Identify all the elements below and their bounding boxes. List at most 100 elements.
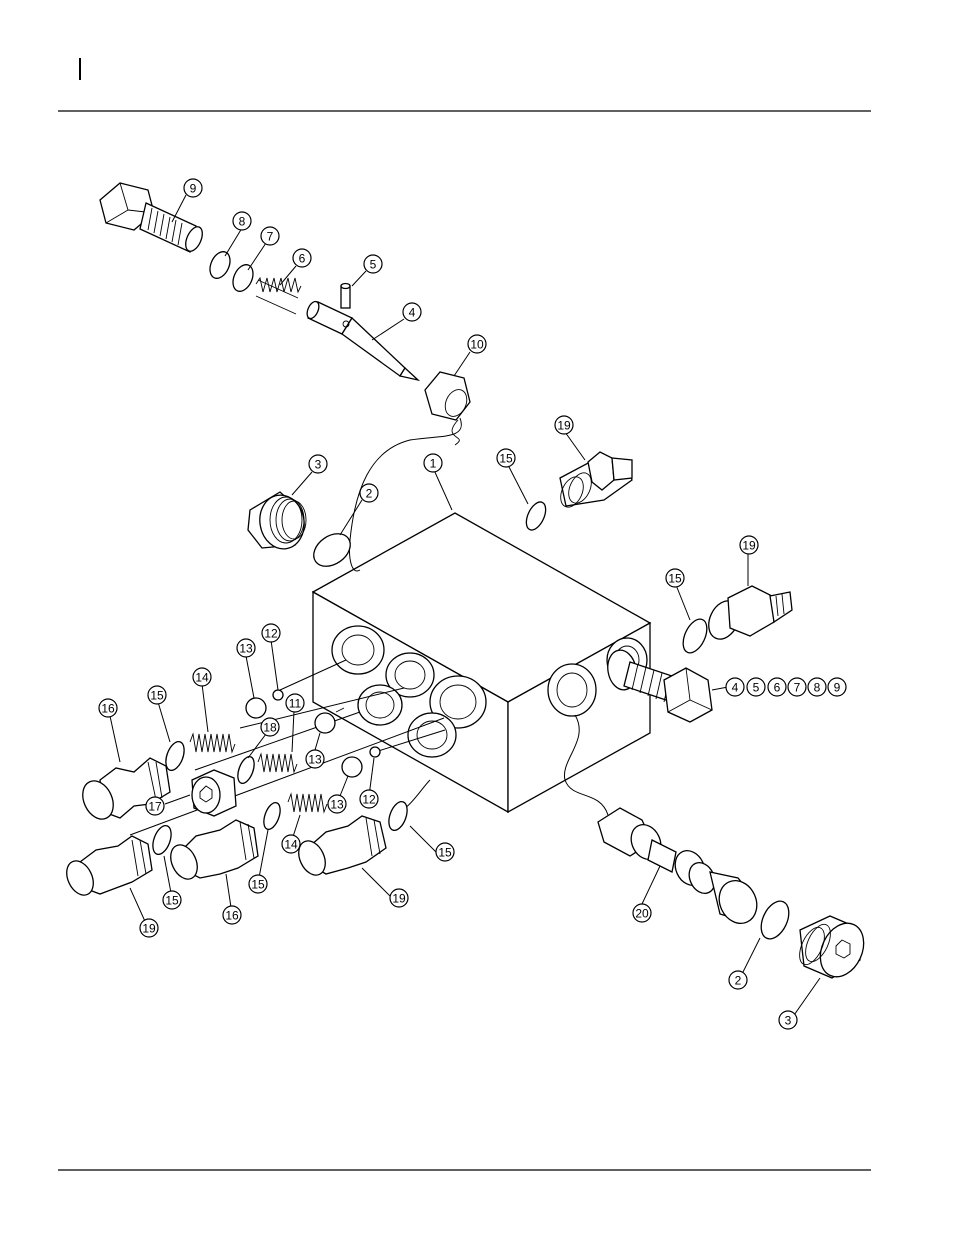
callout-circle [308, 454, 328, 474]
callout-circle [359, 789, 379, 809]
callout-label: 5 [370, 258, 377, 272]
callout-label: 9 [190, 182, 197, 196]
callout-circle [787, 677, 807, 697]
callout-label: 15 [251, 878, 265, 892]
valve-body [311, 512, 652, 814]
callout-label: 13 [330, 798, 344, 812]
fitting-top-right [525, 451, 633, 531]
callout-label: 13 [239, 642, 253, 656]
callout-circle [98, 698, 118, 718]
callout-c12-a: 12 [261, 623, 281, 643]
callout-label: 15 [668, 572, 682, 586]
callout-label: 20 [635, 907, 649, 921]
callout-c14-b: 14 [281, 834, 301, 854]
callout-c11: 11 [285, 693, 305, 713]
callout-c16-a: 16 [98, 698, 118, 718]
callout-label: 19 [142, 922, 156, 936]
callout-c14-a: 14 [192, 667, 212, 687]
callout-circle [632, 903, 652, 923]
callout-c13-a: 13 [236, 638, 256, 658]
path-line-top [349, 417, 462, 572]
callout-label: 19 [742, 539, 756, 553]
callout-label: 12 [264, 627, 278, 641]
callout-g9: 9 [827, 677, 847, 697]
callout-label: 6 [774, 681, 781, 695]
relief-bolt-right [607, 649, 713, 723]
callout-label: 4 [409, 306, 416, 320]
callout-c15-e: 15 [162, 890, 182, 910]
callout-label: 9 [834, 681, 841, 695]
callout-label: 19 [557, 419, 571, 433]
callout-circle [359, 483, 379, 503]
callout-c2-bot: 2 [728, 970, 748, 990]
callout-label: 10 [470, 338, 484, 352]
callout-circle [192, 667, 212, 687]
callout-circle [305, 749, 325, 769]
callout-label: 15 [165, 894, 179, 908]
callout-label: 8 [239, 215, 246, 229]
callout-circle [807, 677, 827, 697]
callout-label: 14 [284, 838, 298, 852]
callout-c4: 4 [402, 302, 422, 322]
callout-g6: 6 [767, 677, 787, 697]
callout-c20: 20 [632, 903, 652, 923]
callout-label: 1 [430, 457, 437, 471]
fitting-right [682, 585, 793, 654]
callout-circle [183, 178, 203, 198]
callout-circle [725, 677, 745, 697]
callout-circle [435, 842, 455, 862]
callout-circle [292, 248, 312, 268]
callout-c7: 7 [260, 226, 280, 246]
callout-c8: 8 [232, 211, 252, 231]
callout-label: 15 [499, 452, 513, 466]
callout-g4: 4 [725, 677, 745, 697]
callout-circle [285, 693, 305, 713]
callout-c15-f: 15 [435, 842, 455, 862]
callout-label: 13 [308, 753, 322, 767]
callout-label: 4 [732, 681, 739, 695]
callout-circle [248, 874, 268, 894]
callout-circle [139, 918, 159, 938]
callout-c12-b: 12 [359, 789, 379, 809]
callout-c3-top: 3 [308, 454, 328, 474]
plug-top [247, 491, 351, 567]
callout-label: 6 [299, 252, 306, 266]
callout-circle [423, 453, 443, 473]
relief-cartridge-assembly [99, 182, 471, 446]
callout-circle [389, 888, 409, 908]
callout-c17: 17 [145, 796, 165, 816]
callout-g5: 5 [746, 677, 766, 697]
callout-circle [261, 623, 281, 643]
callout-label: 15 [438, 846, 452, 860]
callout-c19-b: 19 [739, 535, 759, 555]
callout-c2-top: 2 [359, 483, 379, 503]
callout-label: 19 [392, 892, 406, 906]
callout-label: 2 [735, 974, 742, 988]
callout-c19-c: 19 [389, 888, 409, 908]
callout-label: 3 [315, 458, 322, 472]
callout-circle [145, 796, 165, 816]
callout-c5: 5 [363, 254, 383, 274]
callout-c3-bot: 3 [778, 1010, 798, 1030]
callout-c19-d: 19 [139, 918, 159, 938]
path-line-bottom [563, 714, 609, 816]
callout-circle [147, 685, 167, 705]
callout-label: 14 [195, 671, 209, 685]
callout-circle [327, 794, 347, 814]
callout-circle [281, 834, 301, 854]
callout-circle [746, 677, 766, 697]
callout-label: 16 [101, 702, 115, 716]
callout-circle [162, 890, 182, 910]
callout-c6: 6 [292, 248, 312, 268]
callout-c19-a: 19 [554, 415, 574, 435]
callout-c16-b: 16 [222, 905, 242, 925]
callout-circle [827, 677, 847, 697]
callout-circle [260, 226, 280, 246]
callout-label: 7 [267, 230, 274, 244]
callout-c15-c: 15 [147, 685, 167, 705]
callout-label: 17 [148, 800, 162, 814]
callout-label: 5 [753, 681, 760, 695]
callout-c13-c: 13 [327, 794, 347, 814]
